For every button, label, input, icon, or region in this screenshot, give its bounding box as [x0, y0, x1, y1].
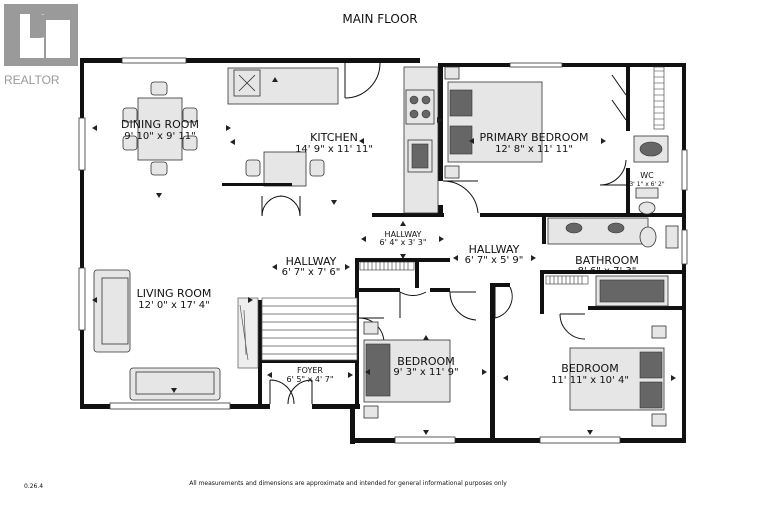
direction-arrow-icon [248, 297, 253, 303]
dining-table [122, 81, 198, 176]
realtor-logo-text: REALTOR [4, 73, 60, 87]
svg-text:9' 10" x 9' 11": 9' 10" x 9' 11" [124, 131, 196, 142]
direction-arrow-icon [272, 264, 277, 270]
svg-text:KITCHEN: KITCHEN [310, 131, 358, 144]
svg-text:FOYER: FOYER [297, 366, 323, 375]
svg-text:PRIMARY BEDROOM: PRIMARY BEDROOM [479, 131, 588, 144]
direction-arrow-icon [226, 125, 231, 131]
room-label-kitchen: KITCHEN 14' 9" x 11' 11" [295, 131, 373, 155]
svg-text:WC: WC [640, 171, 654, 180]
stairs [237, 297, 358, 369]
direction-arrow-icon [531, 255, 536, 261]
svg-text:DINING ROOM: DINING ROOM [121, 118, 199, 131]
direction-arrow-icon [469, 138, 474, 144]
direction-arrow-icon [439, 236, 444, 242]
doors [261, 62, 627, 405]
svg-text:HALLWAY: HALLWAY [469, 243, 520, 256]
svg-text:12' 0" x 17' 4": 12' 0" x 17' 4" [138, 300, 210, 311]
direction-arrow-icon [171, 388, 177, 393]
room-label-bedroom-2: BEDROOM 9' 3" x 11' 9" [393, 355, 458, 378]
primary-bed [444, 66, 543, 179]
room-label-bathroom: BATHROOM 8' 6" x 7' 3" [575, 254, 639, 277]
closets [359, 66, 665, 285]
direction-arrow-icon [601, 138, 606, 144]
svg-text:HALLWAY: HALLWAY [385, 230, 422, 239]
direction-arrow-icon [92, 125, 97, 131]
room-label-foyer: FOYER 6' 5" x 4' 7" [286, 366, 333, 384]
svg-text:9' 3" x 11' 9": 9' 3" x 11' 9" [393, 367, 458, 378]
svg-text:12' 8" x 11' 11": 12' 8" x 11' 11" [495, 144, 573, 155]
direction-arrow-icon [671, 375, 676, 381]
direction-arrow-icon [423, 430, 429, 435]
direction-arrow-icon [453, 255, 458, 261]
direction-arrow-icon [400, 221, 406, 226]
direction-arrow-icon [587, 430, 593, 435]
room-label-hallway-1: HALLWAY 6' 4" x 3' 3" [379, 230, 426, 247]
bedroom-2-bed [363, 321, 451, 419]
direction-arrow-icon [423, 335, 429, 340]
svg-text:14' 9" x 11' 11": 14' 9" x 11' 11" [295, 144, 373, 155]
direction-arrow-icon [361, 236, 366, 242]
room-label-living-room: LIVING ROOM 12' 0" x 17' 4" [137, 287, 212, 311]
direction-arrow-icon [331, 200, 337, 205]
direction-arrow-icon [230, 139, 235, 145]
bedroom-3-bed [569, 325, 667, 427]
direction-arrow-icon [156, 193, 162, 198]
svg-text:11' 11" x 10' 4": 11' 11" x 10' 4" [551, 375, 629, 386]
svg-text:6' 7" x 5' 9": 6' 7" x 5' 9" [465, 255, 524, 266]
realtor-logo: REALTOR [4, 4, 78, 87]
direction-arrow-icon [359, 138, 364, 144]
svg-text:HALLWAY: HALLWAY [286, 255, 337, 268]
direction-arrow-icon [437, 117, 442, 123]
room-label-wc: WC 3' 1" x 6' 2" [629, 171, 665, 188]
svg-text:BEDROOM: BEDROOM [561, 362, 618, 375]
svg-text:8' 6" x 7' 3": 8' 6" x 7' 3" [578, 266, 637, 277]
kitchen-fixtures [222, 66, 439, 214]
svg-text:LIVING ROOM: LIVING ROOM [137, 287, 212, 300]
version-label: 0.26.4 [24, 483, 43, 490]
bath-fixtures [547, 135, 679, 307]
direction-arrow-icon [365, 369, 370, 375]
disclaimer-text: All measurements and dimensions are appr… [189, 480, 507, 487]
svg-text:3' 1" x 6' 2": 3' 1" x 6' 2" [629, 181, 665, 188]
svg-text:BATHROOM: BATHROOM [575, 254, 639, 267]
room-label-hallway-3: HALLWAY 6' 7" x 5' 9" [465, 243, 524, 266]
floor-title: MAIN FLOOR [342, 12, 417, 26]
svg-text:6' 7" x 7' 6": 6' 7" x 7' 6" [282, 267, 341, 278]
svg-text:6' 4" x 3' 3": 6' 4" x 3' 3" [379, 238, 426, 247]
room-label-primary-bedroom: PRIMARY BEDROOM 12' 8" x 11' 11" [479, 131, 588, 155]
living-furniture [93, 269, 221, 401]
svg-text:6' 5" x 4' 7": 6' 5" x 4' 7" [286, 375, 333, 384]
windows [78, 57, 688, 444]
room-label-hallway-2: HALLWAY 6' 7" x 7' 6" [282, 255, 341, 278]
direction-arrow-icon [92, 297, 97, 303]
room-label-dining: DINING ROOM 9' 10" x 9' 11" [121, 118, 199, 142]
direction-arrow-icon [400, 254, 406, 259]
direction-arrow-icon [272, 77, 278, 82]
svg-text:BEDROOM: BEDROOM [397, 355, 454, 368]
direction-arrow-icon [267, 372, 272, 378]
direction-arrow-icon [348, 372, 353, 378]
room-label-bedroom-3: BEDROOM 11' 11" x 10' 4" [551, 362, 629, 386]
direction-arrow-icon [503, 375, 508, 381]
direction-arrow-icon [345, 264, 350, 270]
direction-arrow-icon [482, 369, 487, 375]
